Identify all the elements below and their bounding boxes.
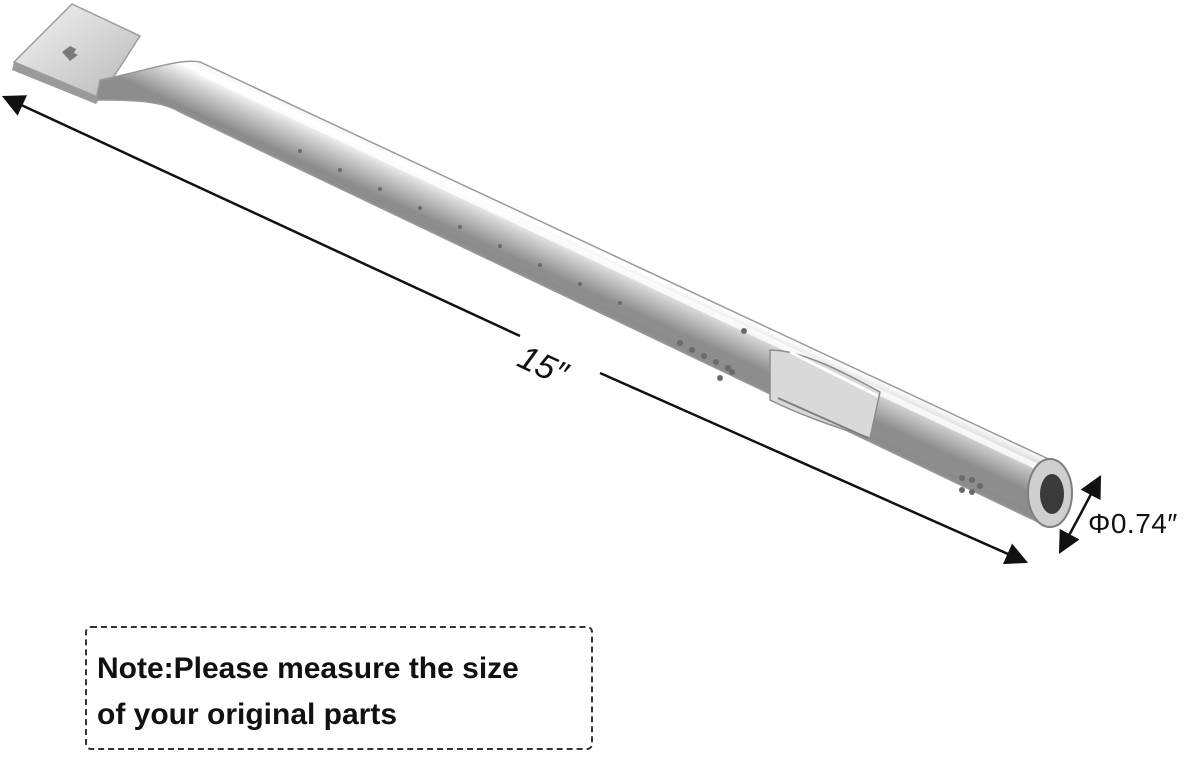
burner-tube — [95, 60, 1073, 528]
burner-port-holes — [298, 149, 983, 495]
diameter-label: Φ0.74″ — [1088, 508, 1178, 539]
diameter-dimension-line — [1058, 475, 1102, 554]
note-line-2: of your original parts — [97, 698, 398, 731]
length-dimension-line — [1, 95, 1029, 565]
venturi-section — [769, 349, 881, 439]
tab-keyhole — [62, 46, 78, 61]
note-box: Note:Please measure the size of your ori… — [85, 626, 593, 750]
note-line-1: Note:Please measure the size — [97, 652, 519, 685]
burner-tab — [12, 3, 142, 104]
